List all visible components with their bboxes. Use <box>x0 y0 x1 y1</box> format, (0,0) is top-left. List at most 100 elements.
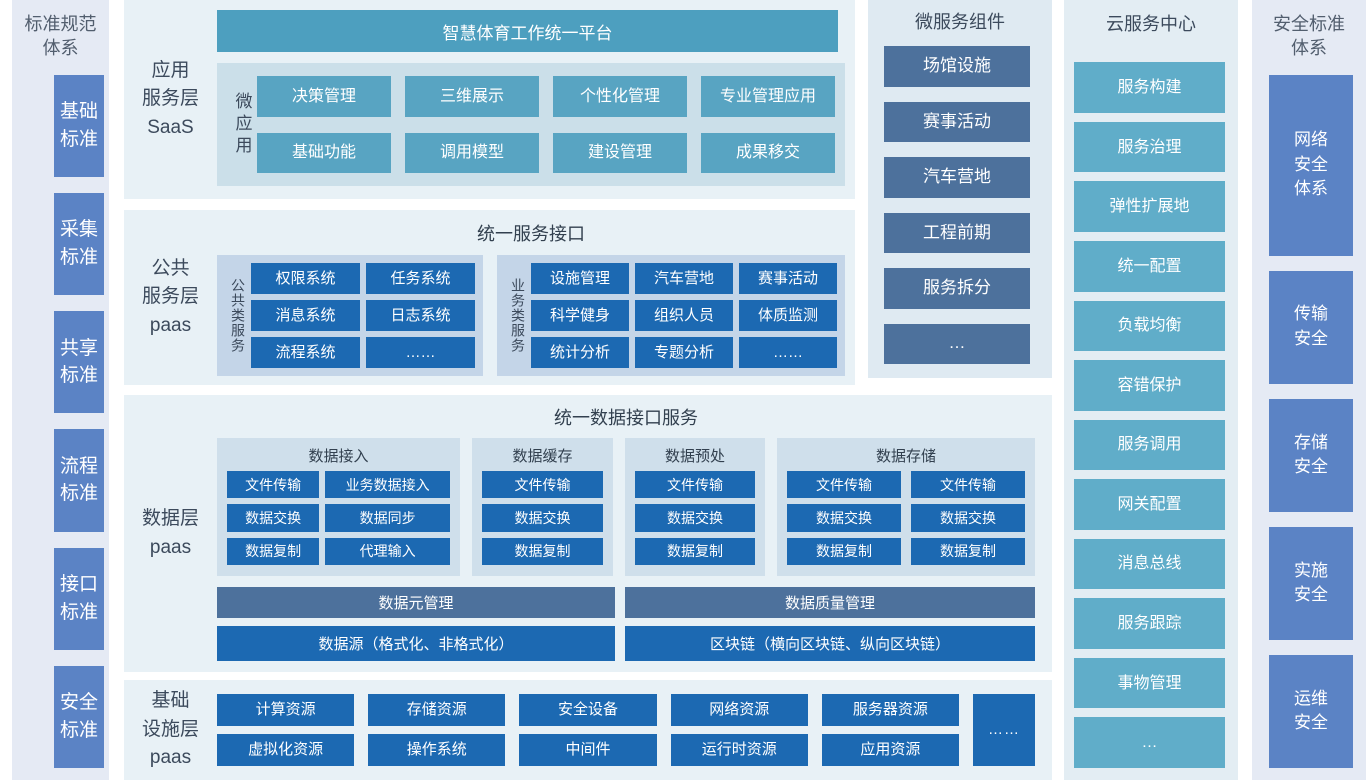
standard-item: 共享 标准 <box>54 311 104 414</box>
data-quality-management-bar: 数据质量管理 <box>625 587 1035 618</box>
infra-box: 安全设备 <box>519 694 657 726</box>
data-preprocess-box: 文件传输 <box>635 471 755 499</box>
micro-app-box: 基础功能 <box>257 132 391 173</box>
data-preprocess-box: 数据交换 <box>635 504 755 532</box>
data-storage-box: 文件传输 <box>911 471 1025 499</box>
infra-box: 计算资源 <box>217 694 355 726</box>
standard-item: 基础 标准 <box>54 74 104 177</box>
data-source-bar: 数据源（格式化、非格式化） <box>217 626 615 661</box>
microservice-item: … <box>884 323 1030 365</box>
infrastructure-section: 基础 设施层 paas 计算资源 存储资源 安全设备 网络资源 服务器资源 ……… <box>124 680 1052 780</box>
data-layer-body: 统一数据接口服务 数据接入 文件传输业务数据接入数据交换数据同步数据复制代理输入… <box>217 395 1052 672</box>
business-service-box: 专题分析 <box>635 337 733 368</box>
cloud-service-item: 消息总线 <box>1074 538 1225 590</box>
data-access-panel: 数据接入 文件传输业务数据接入数据交换数据同步数据复制代理输入 <box>217 438 460 576</box>
microservices-panel: 微服务组件 场馆设施赛事活动汽车营地工程前期服务拆分… <box>868 0 1052 378</box>
security-standard-item: 存储 安全 <box>1269 398 1353 512</box>
saas-section-label: 应用 服务层 SaaS <box>141 59 199 138</box>
cloud-service-item: 服务治理 <box>1074 121 1225 173</box>
common-service-box: 权限系统 <box>251 263 360 294</box>
microservices-title: 微服务组件 <box>915 12 1005 32</box>
data-access-box: 业务数据接入 <box>325 471 450 499</box>
business-service-box: 统计分析 <box>531 337 629 368</box>
cloud-service-item: 弹性扩展地 <box>1074 181 1225 232</box>
micro-apps-label: 微应用 <box>232 91 252 158</box>
micro-apps-grid: 决策管理三维展示个性化管理专业管理应用基础功能调用模型建设管理成果移交 <box>257 76 835 173</box>
business-service-box: …… <box>739 337 837 368</box>
unified-service-interface-title: 统一服务接口 <box>477 224 585 244</box>
data-storage-title: 数据存储 <box>875 448 936 465</box>
business-services-grid: 设施管理汽车营地赛事活动科学健身组织人员体质监测统计分析专题分析…… <box>531 263 837 368</box>
data-storage-box: 数据复制 <box>787 537 901 565</box>
data-access-box: 数据复制 <box>227 537 320 565</box>
data-storage-box: 数据交换 <box>911 504 1025 532</box>
micro-app-box: 建设管理 <box>553 132 687 173</box>
standard-item: 接口 标准 <box>54 547 104 650</box>
data-management-bars: 数据元管理 数据质量管理 <box>217 587 1035 618</box>
data-access-box: 数据同步 <box>325 504 450 532</box>
security-standard-item: 网络 安全 体系 <box>1269 74 1353 256</box>
microservice-item: 服务拆分 <box>884 268 1030 309</box>
data-preprocess-panel: 数据预处 文件传输数据交换数据复制 <box>625 438 765 576</box>
cloud-center-list: 服务构建服务治理弹性扩展地统一配置负载均衡容错保护服务调用网关配置消息总线服务跟… <box>1064 62 1238 769</box>
infra-box: 虚拟化资源 <box>217 734 355 766</box>
blockchain-bar: 区块链（横向区块链、纵向区块链） <box>625 626 1035 661</box>
data-meta-management-bar: 数据元管理 <box>217 587 615 618</box>
security-standards-list: 网络 安全 体系传输 安全存储 安全实施 安全运维 安全 <box>1252 74 1366 768</box>
data-cache-box: 数据复制 <box>482 537 603 565</box>
infra-box: 运行时资源 <box>670 734 808 766</box>
data-cache-panel: 数据缓存 文件传输数据交换数据复制 <box>472 438 613 576</box>
business-service-box: 科学健身 <box>531 300 629 331</box>
data-access-title: 数据接入 <box>308 448 369 465</box>
cloud-service-item: 网关配置 <box>1074 479 1225 530</box>
standards-panel: 标准规范 体系 基础 标准采集 标准共享 标准流程 标准接口 标准安全 标准 <box>12 0 109 780</box>
micro-app-box: 决策管理 <box>257 76 391 117</box>
cloud-service-item: 统一配置 <box>1074 240 1225 292</box>
public-services-label: 公共 服务层 paas <box>141 257 199 336</box>
microservice-item: 赛事活动 <box>884 101 1030 143</box>
security-standard-item: 运维 安全 <box>1269 654 1353 768</box>
business-service-box: 汽车营地 <box>635 263 733 294</box>
data-panels: 数据接入 文件传输业务数据接入数据交换数据同步数据复制代理输入 数据缓存 文件传… <box>217 438 1035 576</box>
data-preprocess-box: 数据复制 <box>635 537 755 565</box>
layer-sections: 应用 服务层 SaaS 智慧体育工作统一平台 微应用 决策管理三维展示个性化管理… <box>124 0 855 385</box>
cloud-center-title: 云服务中心 <box>1106 14 1196 34</box>
cloud-service-item: 事物管理 <box>1074 657 1225 709</box>
data-storage-box: 数据复制 <box>911 537 1025 565</box>
security-standards-panel: 安全标准 体系 网络 安全 体系传输 安全存储 安全实施 安全运维 安全 <box>1252 0 1366 780</box>
saas-section-body: 智慧体育工作统一平台 微应用 决策管理三维展示个性化管理专业管理应用基础功能调用… <box>217 0 855 199</box>
data-storage-box: 文件传输 <box>787 471 901 499</box>
business-services-panel: 业务类服务 设施管理汽车营地赛事活动科学健身组织人员体质监测统计分析专题分析…… <box>497 255 845 376</box>
security-standard-item: 实施 安全 <box>1269 526 1353 640</box>
micro-apps-panel: 微应用 决策管理三维展示个性化管理专业管理应用基础功能调用模型建设管理成果移交 <box>217 63 845 186</box>
data-storage-grid: 文件传输文件传输数据交换数据交换数据复制数据复制 <box>787 471 1025 565</box>
data-preprocess-title: 数据预处 <box>664 448 725 465</box>
business-services-label: 业务类服务 <box>510 278 526 353</box>
data-cache-title: 数据缓存 <box>512 448 573 465</box>
micro-app-box: 成果移交 <box>701 132 835 173</box>
micro-app-box: 三维展示 <box>405 76 539 117</box>
micro-app-box: 专业管理应用 <box>701 76 835 117</box>
common-service-box: 流程系统 <box>251 337 360 368</box>
main-area: 应用 服务层 SaaS 智慧体育工作统一平台 微应用 决策管理三维展示个性化管理… <box>124 0 1052 780</box>
micro-app-box: 个性化管理 <box>553 76 687 117</box>
data-access-box: 数据交换 <box>227 504 320 532</box>
public-services-body: 统一服务接口 公共类服务 权限系统任务系统消息系统日志系统流程系统…… 业务类服… <box>217 210 855 385</box>
business-service-box: 赛事活动 <box>739 263 837 294</box>
data-source-bars: 数据源（格式化、非格式化） 区块链（横向区块链、纵向区块链） <box>217 626 1035 661</box>
common-services-label: 公共类服务 <box>230 278 246 353</box>
cloud-center-panel: 云服务中心 服务构建服务治理弹性扩展地统一配置负载均衡容错保护服务调用网关配置消… <box>1064 0 1238 780</box>
data-access-grid: 文件传输业务数据接入数据交换数据同步数据复制代理输入 <box>227 471 450 565</box>
data-cache-box: 数据交换 <box>482 504 603 532</box>
data-layer-section: 数据层 paas 统一数据接口服务 数据接入 文件传输业务数据接入数据交换数据同… <box>124 395 1052 672</box>
standard-item: 采集 标准 <box>54 192 104 296</box>
microservice-item: 场馆设施 <box>884 46 1030 87</box>
infra-more-box: …… <box>972 694 1035 766</box>
cloud-service-item: 容错保护 <box>1074 360 1225 411</box>
microservices-list: 场馆设施赛事活动汽车营地工程前期服务拆分… <box>868 46 1052 365</box>
micro-app-box: 调用模型 <box>405 132 539 173</box>
cloud-service-item: 服务调用 <box>1074 419 1225 471</box>
data-preprocess-grid: 文件传输数据交换数据复制 <box>635 471 755 565</box>
public-services-panels: 公共类服务 权限系统任务系统消息系统日志系统流程系统…… 业务类服务 设施管理汽… <box>217 255 845 376</box>
business-service-box: 组织人员 <box>635 300 733 331</box>
